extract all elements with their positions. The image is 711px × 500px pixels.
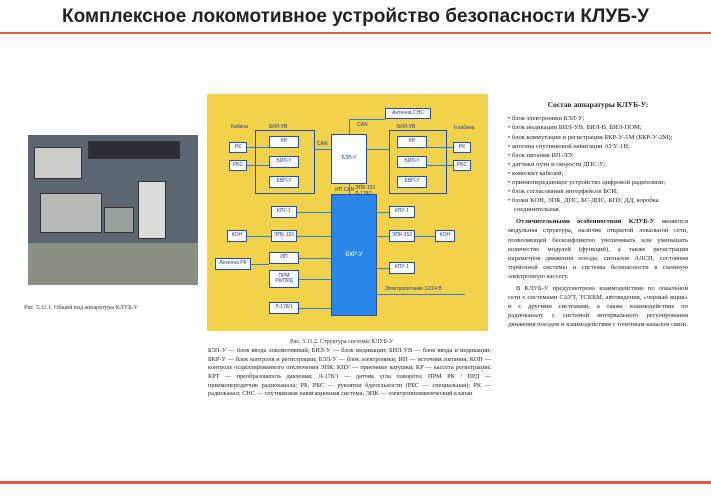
electronics-block (40, 193, 102, 233)
composition-item: блок коммутации и регистрации БКР-У-1М (… (508, 133, 688, 142)
link-kon-right (415, 236, 435, 237)
link-kpu-right (375, 212, 389, 213)
block-kon-left: КОН (227, 230, 247, 242)
composition-item: приемопередающее устройство цифровой рад… (508, 178, 688, 187)
bil-uv-group-right (389, 130, 447, 194)
block-bvp-left: БВП-У (269, 176, 299, 188)
link-sns-bel (349, 119, 350, 134)
diagram-caption: Рис. 5.11.2. Структура системы КЛУБ-У (290, 339, 394, 345)
link-epk-right (375, 236, 389, 237)
equipment-photo (28, 135, 198, 285)
link-rbs-left (247, 165, 269, 166)
block-epk-right: ЭПК-153 (389, 230, 415, 242)
composition-item: блок согласования интерфейсов БСИ; (508, 187, 688, 196)
link-rbs-right (427, 165, 453, 166)
photo-caption: Рис. 5.11.1. Общий вид аппаратуры КЛУБ-У (24, 305, 138, 311)
link-bil-bel-left (315, 149, 331, 150)
block-rk-left: РК (229, 142, 247, 153)
bottom-divider (0, 481, 711, 484)
block-kon-right: КОН (435, 230, 455, 242)
block-antenna-rk: Антенна РК (215, 258, 251, 270)
display-unit (34, 147, 82, 179)
can-left-label: CAN (317, 141, 328, 147)
block-rbs-left: РБС (229, 160, 247, 171)
interaction-paragraph: В КЛУБ-У предусмотрено взаимодействие по… (508, 285, 688, 329)
top-divider (0, 32, 711, 34)
composition-heading: Состав аппаратуры КЛУБ-У: (547, 100, 649, 109)
features-heading: Отличительными особенностями КЛУБ-У (516, 218, 655, 226)
page-title: Комплексное локомотивное устройство безо… (62, 6, 649, 27)
link-ip (299, 258, 331, 259)
power-label: Электропитание 12/24 В (385, 286, 442, 292)
description-column: Состав аппаратуры КЛУБ-У: блок электрони… (508, 100, 688, 330)
indicator-panel (88, 141, 180, 159)
composition-item: блок питания ИП-ЛЭ; (508, 151, 688, 160)
link-kpu-left (297, 212, 331, 213)
cabinet-unit (138, 181, 166, 239)
features-text: являются модульная структура, наличие от… (508, 218, 688, 280)
link-kon-left (247, 236, 271, 237)
link-power (375, 294, 465, 295)
link-kpu-bottom (375, 268, 389, 269)
block-kpu-right: КПУ-1 (389, 206, 415, 218)
block-bel: БЭЛ-У (331, 134, 367, 184)
can-top-label: CAN (357, 122, 368, 128)
block-bil-left: БИЛ-У (269, 156, 299, 168)
link-bel-bil-right (367, 149, 389, 150)
features-paragraph: Отличительными особенностями КЛУБ-У явля… (508, 217, 688, 281)
cab2-label: II кабина (454, 125, 475, 131)
composition-item: блок электроники БЭЛ-У; (508, 114, 688, 123)
block-ip: ИП (269, 252, 299, 264)
link-antenna-rk (251, 264, 269, 265)
block-kpu-bottom: КПУ-1 (389, 262, 415, 274)
link-rk-right (427, 147, 453, 148)
link-prm (299, 279, 331, 280)
bil-uv-left-label: БИЛ-УВ (269, 124, 288, 130)
system-structure-diagram: Кабина II кабина Антенна СНС БИЛ-УВ РК Р… (207, 94, 488, 331)
cab1-label: Кабина (231, 124, 248, 130)
composition-item: комплект кабелей; (508, 169, 688, 178)
block-kr-right: КР (397, 136, 427, 148)
link-epk-left (297, 236, 331, 237)
block-bkr: БКР-У (331, 194, 377, 316)
link-l178 (299, 308, 331, 309)
block-kpu-left: КПУ-1 (271, 206, 297, 218)
link-rk-left (247, 147, 269, 148)
block-epk-left: ЭПК-153 (271, 230, 297, 242)
link-bel-bkr (349, 184, 350, 194)
block-rk-right: РК (453, 142, 471, 153)
block-bvp-right: БВП-У (397, 176, 427, 188)
composition-item: блоки КОН, ЭПК, ДПС, БС-ДПС, КПУ, ДД, ко… (508, 196, 688, 214)
block-kr-left: КР (269, 136, 299, 148)
photo-floor (28, 243, 198, 285)
block-rbs-right: РБС (453, 160, 471, 171)
bil-uv-right-label: БИЛ-УВ (397, 124, 416, 130)
composition-item: блок индикации БИЛ-УВ, БИЛ-В, БИЛ-ПОМ; (508, 123, 688, 132)
composition-item: датчики пути и скорости ДПС-У; (508, 160, 688, 169)
link-sns-h (349, 119, 385, 120)
block-l178: Л-178/1 (269, 302, 299, 314)
composition-list: блок электроники БЭЛ-У; блок индикации Б… (508, 114, 688, 214)
composition-item: антенна спутниковой навигации АУУ-1Н; (508, 142, 688, 151)
bil-uv-group-left (255, 130, 315, 194)
power-block (104, 207, 134, 233)
block-bil-right: БИЛ-У (397, 156, 427, 168)
diagram-legend: БЭЛ-У — блок ввода локомотивный; БИЛ-У —… (208, 347, 491, 398)
ip-can-label: ИП CAN (335, 187, 355, 193)
block-prm: ПРМ РК/ПРД (269, 270, 299, 288)
block-antenna-sns: Антенна СНС (385, 108, 431, 119)
